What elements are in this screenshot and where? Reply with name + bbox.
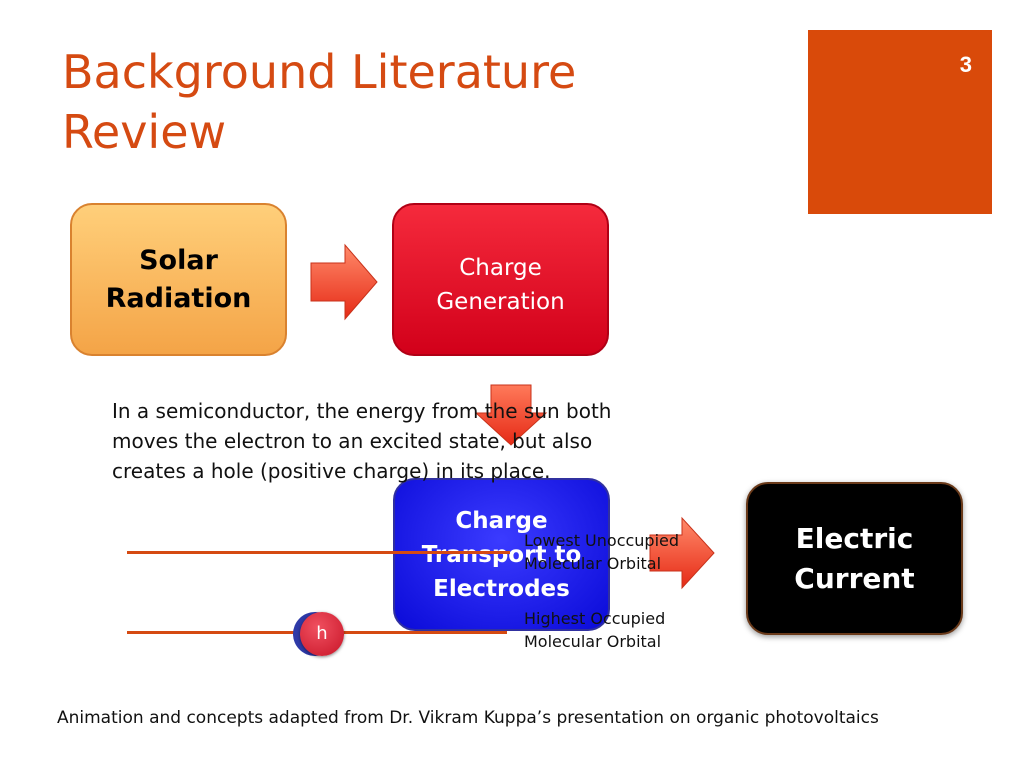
transport-label-line-2: Transport to <box>421 541 582 568</box>
title-line-2: Review <box>62 105 227 159</box>
lumo-level-line <box>127 551 510 554</box>
page-number-box: 3 <box>808 30 992 214</box>
arrow-right-icon <box>310 243 378 321</box>
lumo-label-line-1: Lowest Unoccupied <box>524 531 680 550</box>
transport-label-line-3: Electrodes <box>433 575 570 602</box>
current-label-line-2: Current <box>794 561 915 595</box>
slide-title: Background Literature Review <box>62 42 762 162</box>
generation-label-line-2: Generation <box>436 289 565 315</box>
current-label-line-1: Electric <box>795 521 914 555</box>
solar-label-line-2: Radiation <box>105 282 252 314</box>
homo-label-line-1: Highest Occupied <box>524 609 666 628</box>
lumo-label-line-2: Molecular Orbital <box>524 554 662 573</box>
charge-transport-box: Charge Transport to Electrodes <box>393 478 610 631</box>
arrow-right-icon <box>649 516 715 590</box>
homo-label-line-2: Molecular Orbital <box>524 632 662 651</box>
arrow-down-icon <box>474 384 548 446</box>
homo-label: Highest Occupied Molecular Orbital <box>524 607 665 653</box>
electric-current-box: Electric Current <box>746 482 963 635</box>
solar-radiation-box: Solar Radiation <box>70 203 287 356</box>
footer-credit: Animation and concepts adapted from Dr. … <box>57 708 879 728</box>
explanation-text: In a semiconductor, the energy from the … <box>112 399 612 483</box>
hole-particle: h <box>300 612 344 656</box>
title-line-1: Background Literature <box>62 45 577 99</box>
transport-label-line-1: Charge <box>455 507 548 534</box>
page-number: 3 <box>959 52 972 77</box>
charge-generation-box: Charge Generation <box>392 203 609 356</box>
generation-label-line-1: Charge <box>459 255 542 281</box>
lumo-label: Lowest Unoccupied Molecular Orbital <box>524 529 679 575</box>
solar-label-line-1: Solar <box>139 244 218 276</box>
